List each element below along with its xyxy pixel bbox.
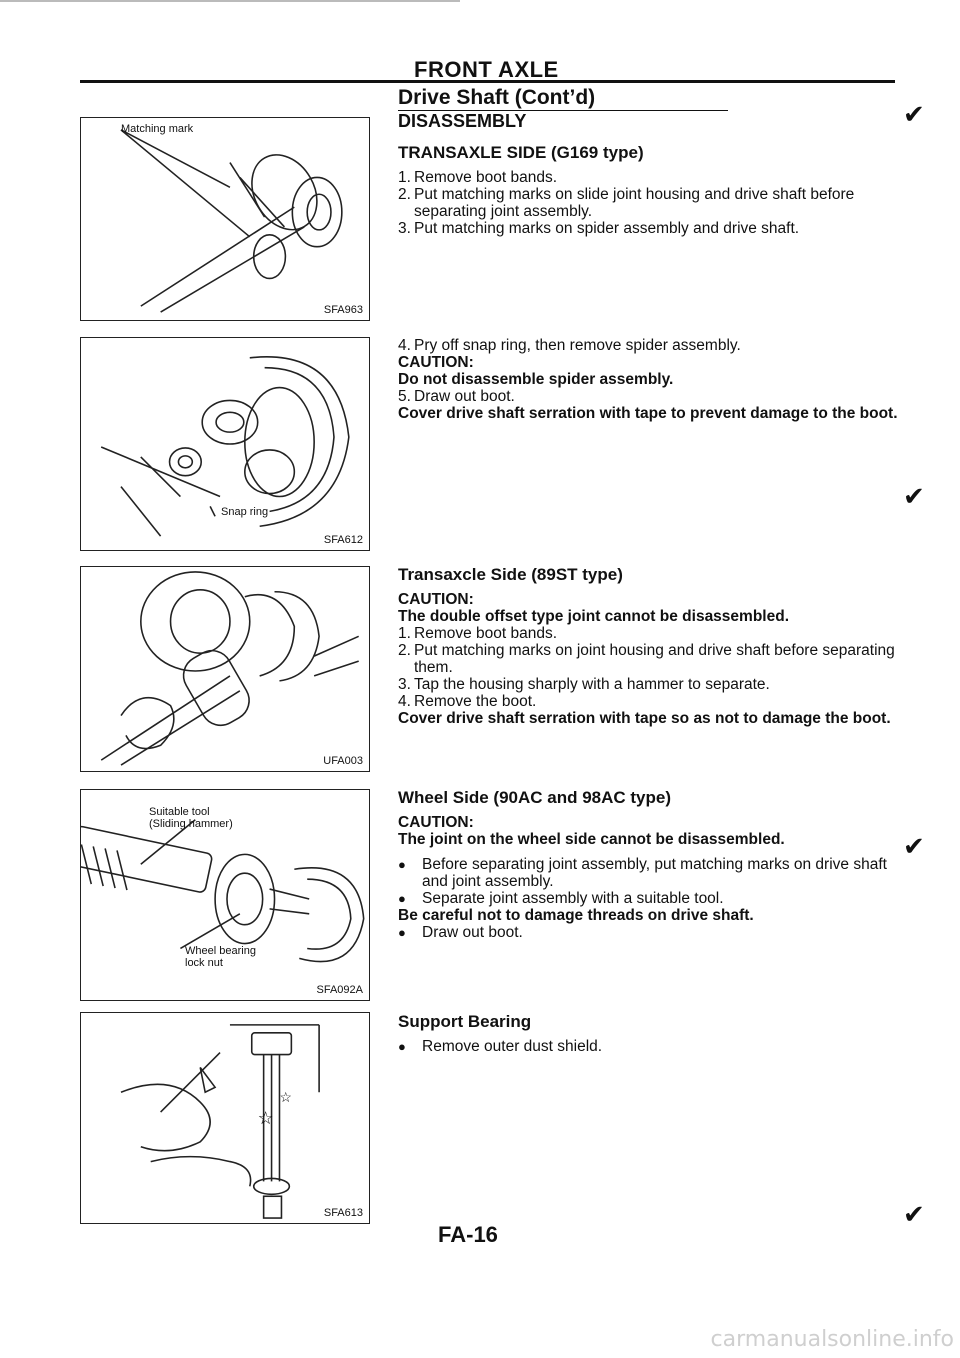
heading-transaxle-89st: Transaxcle Side (89ST type) (398, 565, 623, 584)
hammer-illustration (100, 571, 360, 766)
figure-sliding-hammer: Suitable tool (Sliding hammer) Wheel bea… (80, 789, 370, 1001)
note-tape: Cover drive shaft serration with tape to… (398, 405, 898, 422)
step-1: 1.Remove boot bands. (398, 625, 558, 642)
heading-transaxle-g169: TRANSAXLE SIDE (G169 type) (398, 143, 644, 162)
bullet-dust-shield: ●Remove outer dust shield. (398, 1038, 603, 1055)
note-threads: Be careful not to damage threads on driv… (398, 907, 754, 924)
section-disassembly: DISASSEMBLY TRANSAXLE SIDE (G169 type) 1… (398, 111, 898, 237)
sliding-hammer-illustration (81, 819, 365, 963)
caution-label: CAUTION: (398, 354, 474, 371)
support-bearing-illustration: ☆ ☆ (120, 1024, 320, 1219)
label-wheel-bearing-lock-nut: Wheel bearing lock nut (185, 945, 256, 969)
heading-support-bearing: Support Bearing (398, 1012, 532, 1031)
svg-text:☆: ☆ (279, 1090, 291, 1106)
heading-wheel-side: Wheel Side (90AC and 98AC type) (398, 788, 672, 807)
label-snap-ring: Snap ring (221, 506, 269, 518)
step-3: 3.Put matching marks on spider assembly … (398, 220, 800, 237)
figure-matching-mark: Matching mark SFA963 (80, 117, 370, 321)
bullet-icon: ● (398, 1039, 406, 1054)
section-title-rule (398, 110, 728, 111)
note-tape: Cover drive shaft serration with tape so… (398, 710, 891, 727)
caution-text: The double offset type joint cannot be d… (398, 608, 789, 625)
check-mark-icon: ✔ (903, 482, 925, 512)
figure-hammer: UFA003 (80, 566, 370, 772)
check-mark-icon: ✔ (903, 832, 925, 862)
figure-code: SFA612 (323, 534, 363, 546)
joint-illustration-1 (120, 129, 343, 313)
step-1: 1.Remove boot bands. (398, 169, 558, 186)
step-4: 4.Pry off snap ring, then remove spider … (398, 337, 741, 354)
section-transaxle-89st: Transaxcle Side (89ST type) CAUTION: The… (398, 566, 898, 727)
svg-text:☆: ☆ (258, 1108, 274, 1129)
header-rule (80, 80, 895, 83)
section-support-bearing: Support Bearing ●Remove outer dust shiel… (398, 1013, 898, 1055)
page-title: FRONT AXLE (414, 57, 559, 82)
check-mark-icon: ✔ (903, 100, 925, 130)
check-mark-icon: ✔ (903, 1200, 925, 1230)
step-3: 3.Tap the housing sharply with a hammer … (398, 676, 770, 693)
step-5: 5.Draw out boot. (398, 388, 515, 405)
bullet-icon: ● (398, 925, 406, 940)
section-title: Drive Shaft (Cont’d) (398, 86, 596, 109)
caution-label: CAUTION: (398, 591, 474, 608)
figure-code: UFA003 (323, 755, 363, 767)
bullet-separate-joint: ●Separate joint assembly with a suitable… (398, 890, 724, 907)
joint-illustration-2 (100, 356, 350, 537)
step-2: 2.Put matching marks on slide joint hous… (398, 186, 855, 220)
figure-support-bearing: ☆ ☆ SFA613 (80, 1012, 370, 1224)
figure-code: SFA963 (323, 304, 363, 316)
top-rule (0, 0, 460, 2)
caution-text: The joint on the wheel side cannot be di… (398, 831, 785, 848)
label-matching-mark: Matching mark (121, 123, 194, 135)
bullet-draw-out-boot: ●Draw out boot. (398, 924, 523, 941)
section-wheel-side: Wheel Side (90AC and 98AC type) CAUTION:… (398, 789, 898, 941)
step-2: 2.Put matching marks on joint housing an… (398, 642, 895, 676)
label-suitable-tool: Suitable tool (Sliding hammer) (149, 806, 233, 830)
bullet-matching-marks: ●Before separating joint assembly, put m… (398, 856, 887, 890)
step-4: 4.Remove the boot. (398, 693, 537, 710)
watermark: carmanualsonline.info (710, 1327, 954, 1352)
heading-disassembly: DISASSEMBLY (398, 111, 527, 131)
page-number: FA-16 (438, 1222, 498, 1247)
figure-code: SFA613 (323, 1207, 363, 1219)
section-spider-assembly: 4.Pry off snap ring, then remove spider … (398, 337, 898, 422)
figure-code: SFA092A (316, 984, 363, 996)
caution-label: CAUTION: (398, 814, 474, 831)
figure-snap-ring: Snap ring SFA612 (80, 337, 370, 551)
bullet-icon: ● (398, 891, 406, 906)
caution-text: Do not disassemble spider assembly. (398, 371, 674, 388)
bullet-icon: ● (398, 857, 406, 872)
